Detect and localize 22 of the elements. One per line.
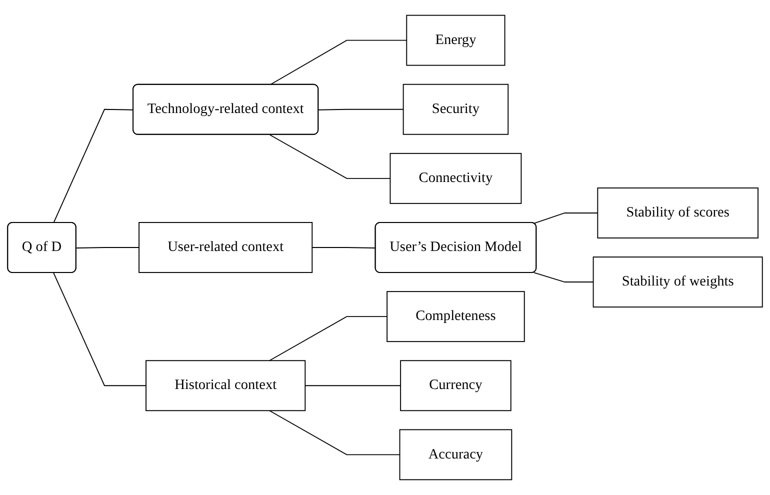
connector: [269, 40, 408, 86]
node-box: Currency: [400, 360, 512, 412]
node-box: Stability of weights: [592, 256, 763, 308]
node-box: Accuracy: [399, 429, 512, 480]
node-box: Stability of scores: [597, 187, 758, 238]
connector: [533, 212, 598, 224]
node-box: User-related context: [138, 222, 313, 273]
node-box: Completeness: [386, 291, 525, 342]
connector: [268, 316, 388, 362]
node-box: Energy: [406, 14, 506, 66]
node-box: Connectivity: [390, 152, 522, 204]
connector: [318, 108, 404, 110]
node-box: Historical context: [146, 360, 306, 412]
connector: [53, 272, 146, 386]
connector: [312, 247, 376, 248]
connector: [269, 134, 391, 179]
connector: [533, 272, 594, 282]
connector: [304, 385, 402, 386]
connector: [76, 247, 140, 248]
connector: [268, 410, 400, 456]
node-box: Security: [402, 84, 509, 135]
connector: [53, 108, 134, 224]
